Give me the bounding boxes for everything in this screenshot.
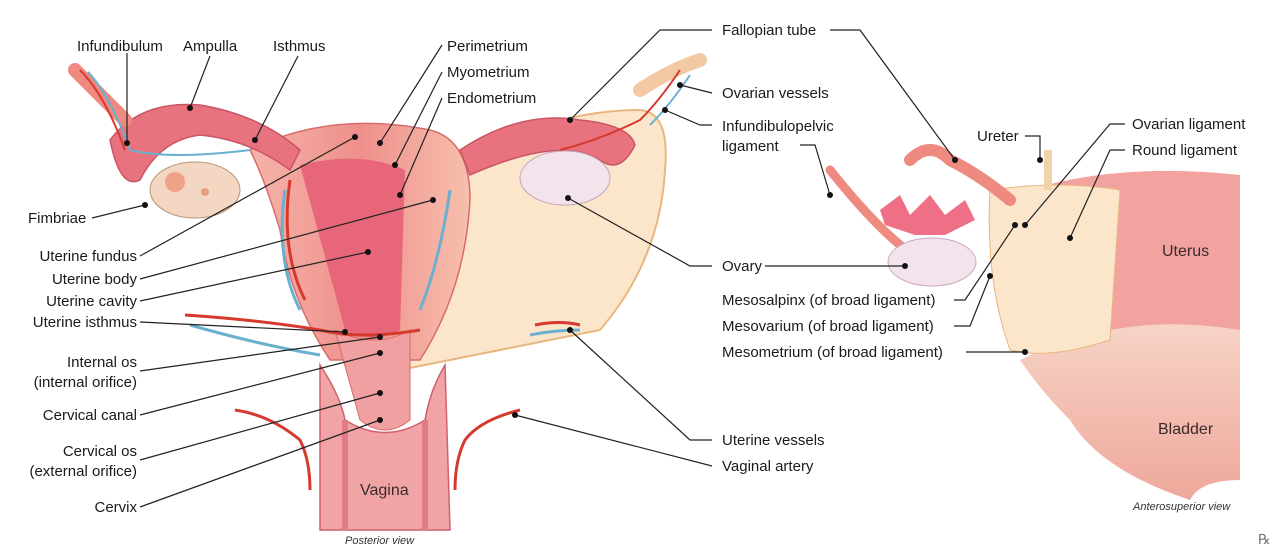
label-mesosalpinx: Mesosalpinx (of broad ligament) <box>722 292 935 309</box>
label-uterine-fundus: Uterine fundus <box>39 248 137 265</box>
fimbriae-right <box>880 195 975 235</box>
label-uterine-body: Uterine body <box>52 271 138 288</box>
label-isthmus: Isthmus <box>273 38 326 55</box>
right-fallopian-tube-shape <box>459 117 636 177</box>
label-internal-os: Internal os <box>67 354 137 371</box>
label-ureter: Ureter <box>977 128 1019 145</box>
vessels <box>79 69 691 491</box>
label-fimbriae: Fimbriae <box>28 210 86 227</box>
label-cervical-canal: Cervical canal <box>43 407 137 424</box>
cervix-shape <box>334 329 411 431</box>
uterine-cavity-shape <box>300 158 405 338</box>
label-infundibulum: Infundibulum <box>77 38 163 55</box>
label-myometrium: Myometrium <box>447 64 530 81</box>
label-ovarian-vessels: Ovarian vessels <box>722 85 829 102</box>
label-infundibulopelvic: Infundibulopelvic <box>722 118 834 135</box>
label-vaginal-artery: Vaginal artery <box>722 458 814 475</box>
label-ampulla: Ampulla <box>183 38 238 55</box>
anterosuperior-view-illustration <box>825 144 1240 500</box>
label-infundibulopelvic-sub: ligament <box>722 138 780 155</box>
label-bladder: Bladder <box>1158 421 1214 438</box>
leader-lines <box>91 29 1125 508</box>
posterior-view-illustration <box>68 53 707 531</box>
left-fallopian-tube-shape <box>109 103 301 183</box>
caption-posterior-view: Posterior view <box>345 535 415 547</box>
label-ovarian-ligament: Ovarian ligament <box>1132 116 1246 133</box>
label-round-ligament: Round ligament <box>1132 142 1238 159</box>
left-ovary-shape <box>149 161 241 219</box>
label-cervical-os: Cervical os <box>63 443 137 460</box>
caption-anterosuperior-view: Anterosuperior view <box>1132 501 1231 513</box>
label-uterine-isthmus: Uterine isthmus <box>33 314 137 331</box>
text-labels: Infundibulum Ampulla Isthmus Perimetrium… <box>28 22 1271 547</box>
right-tube-shape <box>825 165 905 250</box>
label-endometrium: Endometrium <box>447 90 536 107</box>
label-fallopian-tube: Fallopian tube <box>722 22 816 39</box>
label-perimetrium: Perimetrium <box>447 38 528 55</box>
label-ovary: Ovary <box>722 258 763 275</box>
label-uterine-vessels: Uterine vessels <box>722 432 825 449</box>
label-uterine-cavity: Uterine cavity <box>46 293 137 310</box>
vagina-shape <box>319 362 451 531</box>
label-mesometrium: Mesometrium (of broad ligament) <box>722 344 943 361</box>
label-vagina: Vagina <box>360 482 409 499</box>
label-uterus: Uterus <box>1162 243 1209 260</box>
label-mesovarium: Mesovarium (of broad ligament) <box>722 318 934 335</box>
broad-ligament-right-shape <box>988 184 1121 354</box>
rx-logo: ℞ <box>1258 531 1271 547</box>
right-ovary-shape <box>519 150 611 206</box>
bladder-shape <box>1020 324 1240 500</box>
label-cervix: Cervix <box>94 499 137 516</box>
ovary-right-shape <box>887 237 977 287</box>
label-cervical-os-sub: (external orifice) <box>29 463 137 480</box>
label-internal-os-sub: (internal orifice) <box>34 374 137 391</box>
